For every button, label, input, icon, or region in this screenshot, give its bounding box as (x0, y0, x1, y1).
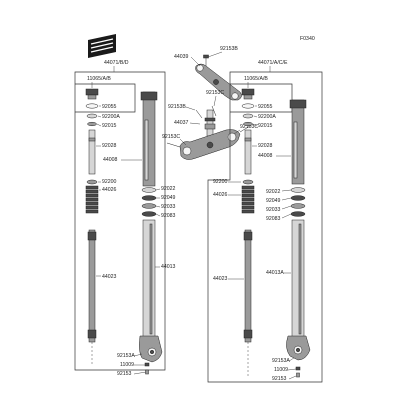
left-seal-stack (141, 187, 157, 217)
label-right-92033: 92033 (266, 207, 281, 213)
right-washer (242, 113, 254, 119)
label-right-44023: 44023 (213, 276, 228, 282)
label-right-92055: 92055 (258, 104, 273, 110)
label-92153c-right: 92153C (240, 124, 258, 130)
left-assembly-frame (74, 71, 166, 371)
left-damper-rod (88, 129, 96, 175)
label-left-92049: 92049 (161, 195, 176, 201)
right-seal-stack (290, 187, 306, 217)
label-44039: 44039 (174, 54, 189, 60)
label-left-assembly: 44071/B/D (104, 60, 129, 66)
label-92153c-mid: 92153C (206, 90, 224, 96)
label-92153b-mid: 92153B (168, 104, 186, 110)
figure-code: F0340 (300, 36, 315, 42)
bolt-upper (203, 54, 209, 66)
label-right-44026: 44026 (213, 192, 228, 198)
right-drain-bolt (295, 366, 301, 378)
left-drain-bolt (144, 362, 150, 375)
label-left-92200: 92200 (102, 179, 117, 185)
left-spring (85, 185, 99, 214)
right-assembly-frame (207, 71, 323, 383)
label-44037: 44037 (174, 120, 189, 126)
label-right-92028: 92028 (258, 143, 273, 149)
left-circlip (87, 121, 97, 127)
left-outer-tube (140, 91, 158, 187)
left-cartridge (87, 229, 97, 343)
label-right-44013a: 44013A (266, 270, 284, 276)
label-92153b-top: 92153B (220, 46, 238, 52)
label-right-92015: 92015 (258, 123, 273, 129)
label-left-44026: 44026 (102, 187, 117, 193)
right-cap-bolt (241, 88, 255, 100)
left-cap-bolt (85, 88, 99, 100)
kawasaki-logo (88, 34, 116, 58)
steering-stem (204, 109, 216, 137)
right-spring (241, 185, 255, 214)
label-right-92153: 92153 (272, 376, 287, 382)
label-left-92083: 92083 (161, 213, 176, 219)
label-left-11065: 11065/A/B (87, 76, 111, 82)
label-right-44008: 44008 (258, 153, 273, 159)
left-axle-bracket (139, 335, 163, 363)
label-right-assembly: 44071/A/C/E (258, 60, 288, 66)
label-right-92153a: 92153A (272, 358, 290, 364)
label-left-44023: 44023 (102, 274, 117, 280)
right-circlip (243, 121, 253, 127)
label-left-92200a: 92200A (102, 114, 120, 120)
label-left-11009: 11009 (120, 362, 134, 368)
right-outer-tube (289, 99, 307, 185)
bolt-pair-mid (195, 105, 217, 119)
label-right-92200a: 92200A (258, 114, 276, 120)
label-right-11009: 11009 (274, 367, 288, 373)
label-left-44013: 44013 (161, 264, 176, 270)
label-92153c-left: 92153C (162, 134, 180, 140)
left-inner-tube (142, 219, 156, 339)
label-right-92049: 92049 (266, 198, 281, 204)
label-right-92083: 92083 (266, 216, 281, 222)
label-left-92033: 92033 (161, 204, 176, 210)
right-spacer (242, 179, 254, 185)
label-left-92153: 92153 (117, 371, 132, 377)
label-left-92028: 92028 (102, 143, 117, 149)
label-left-92055: 92055 (102, 104, 117, 110)
left-washer (86, 113, 98, 119)
label-right-92200: 92200 (213, 179, 228, 185)
label-right-92022: 92022 (266, 189, 281, 195)
label-left-92153a: 92153A (117, 353, 135, 359)
label-left-92022: 92022 (161, 186, 176, 192)
left-oring (85, 103, 99, 109)
right-damper-rod (244, 129, 252, 175)
left-spacer (86, 179, 98, 185)
label-left-44008: 44008 (103, 157, 118, 163)
right-oring (241, 103, 255, 109)
right-cartridge (243, 229, 253, 343)
label-right-11065: 11065/A/B (244, 76, 268, 82)
label-left-92015: 92015 (102, 123, 117, 129)
right-inner-tube (291, 219, 305, 339)
right-axle-bracket (286, 335, 311, 361)
